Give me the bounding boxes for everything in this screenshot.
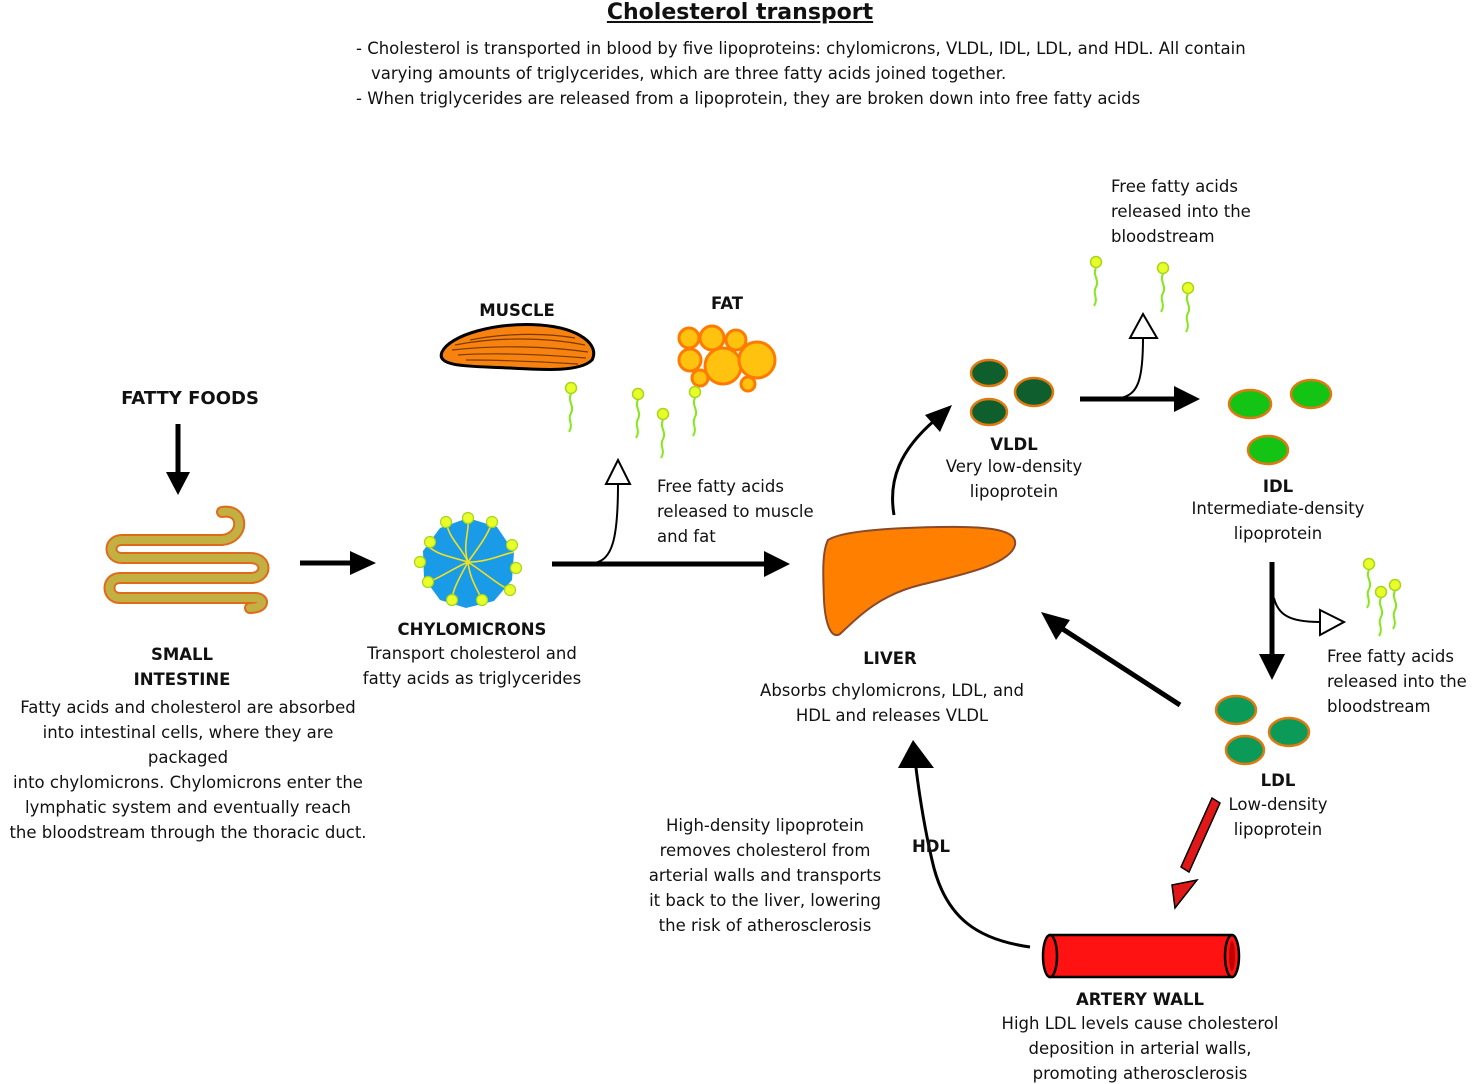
fat-label: FAT: [710, 294, 744, 313]
intro-text: - Cholesterol is transported in blood by…: [356, 36, 1356, 111]
vldl-to-idl-arrow: [1080, 311, 1200, 412]
desc-line: High LDL levels cause cholesterol: [1001, 1014, 1279, 1033]
hdl-arrow: [898, 740, 1031, 949]
desc-line: the bloodstream through the thoracic duc…: [9, 823, 367, 842]
idl-label: IDL: [1262, 477, 1294, 496]
desc-line: bloodstream: [1111, 227, 1215, 246]
small-intestine-description: Fatty acids and cholesterol are absorbed…: [0, 695, 376, 845]
intro-line-3: - When triglycerides are released from a…: [356, 89, 1141, 108]
desc-line: bloodstream: [1327, 697, 1431, 716]
ffa-right-description: Free fatty acids released into the blood…: [1327, 644, 1472, 719]
desc-line: released into the: [1111, 202, 1251, 221]
ldl-label: LDL: [1260, 771, 1296, 790]
idl-description: Intermediate-density lipoprotein: [1176, 496, 1380, 546]
small-intestine-shape: [103, 505, 270, 614]
desc-line: lipoprotein: [1233, 524, 1323, 543]
desc-line: the risk of atherosclerosis: [658, 916, 872, 935]
fat-cluster: [677, 324, 777, 393]
desc-line: into chylomicrons. Chylomicrons enter th…: [13, 773, 363, 792]
free-fatty-acids-muscle-fat: [564, 381, 702, 459]
liver-label: LIVER: [863, 649, 917, 668]
desc-line: lymphatic system and eventually reach: [25, 798, 351, 817]
artery-wall-shape: [1041, 933, 1241, 979]
desc-line: Absorbs chylomicrons, LDL, and: [760, 681, 1024, 700]
desc-line: deposition in arterial walls,: [1028, 1039, 1252, 1058]
artery-wall-description: High LDL levels cause cholesterol deposi…: [990, 1011, 1290, 1084]
small-intestine-label-1: SMALL: [150, 645, 214, 664]
desc-line: into intestinal cells, where they are pa…: [42, 723, 334, 767]
desc-line: released to muscle: [657, 502, 814, 521]
ffa-muscle-fat-description: Free fatty acids released to muscle and …: [657, 474, 847, 549]
desc-line: removes cholesterol from: [659, 841, 871, 860]
artery-wall-label: ARTERY WALL: [1075, 990, 1204, 1009]
chylomicrons-label: CHYLOMICRONS: [397, 620, 547, 639]
hdl-description: High-density lipoprotein removes cholest…: [630, 813, 900, 938]
liver-description: Absorbs chylomicrons, LDL, and HDL and r…: [750, 678, 1034, 728]
desc-line: HDL and releases VLDL: [795, 706, 989, 725]
ldl-to-liver-arrow: [1041, 612, 1182, 708]
chylomicron-to-liver-arrow: [552, 457, 790, 577]
idl-particles: [1227, 378, 1333, 466]
desc-line: Intermediate-density: [1191, 499, 1365, 518]
hdl-label: HDL: [911, 837, 951, 856]
desc-line: Fatty acids and cholesterol are absorbed: [20, 698, 356, 717]
fatty-foods-arrow: [166, 424, 190, 495]
intestine-to-chylomicron-arrow: [300, 551, 376, 575]
vldl-particles: [969, 358, 1055, 427]
desc-line: High-density lipoprotein: [665, 816, 864, 835]
intro-line-2: varying amounts of triglycerides, which …: [371, 64, 1007, 83]
small-intestine-label-2: INTESTINE: [133, 670, 231, 689]
desc-line: fatty acids as triglycerides: [362, 669, 582, 688]
ldl-description: Low-density lipoprotein: [1208, 792, 1348, 842]
intro-line-1: - Cholesterol is transported in blood by…: [356, 39, 1246, 58]
vldl-label: VLDL: [990, 435, 1038, 454]
muscle-label: MUSCLE: [479, 301, 555, 320]
liver-shape: [822, 525, 1017, 637]
desc-line: released into the: [1327, 672, 1467, 691]
ffa-top-description: Free fatty acids released into the blood…: [1111, 174, 1281, 249]
desc-line: Very low-density: [945, 457, 1083, 476]
desc-line: and fat: [657, 527, 716, 546]
idl-to-ldl-arrow: [1259, 562, 1347, 680]
desc-line: Free fatty acids: [1327, 647, 1454, 666]
chylomicron-particle: [413, 511, 523, 608]
desc-line: arterial walls and transports: [648, 866, 882, 885]
page-title: Cholesterol transport: [606, 0, 874, 25]
desc-line: Transport cholesterol and: [367, 644, 577, 663]
muscle-shape: [439, 323, 596, 372]
desc-line: Free fatty acids: [1111, 177, 1238, 196]
chylomicrons-description: Transport cholesterol and fatty acids as…: [352, 641, 592, 691]
desc-line: promoting atherosclerosis: [1032, 1064, 1248, 1083]
desc-line: it back to the liver, lowering: [649, 891, 881, 910]
ldl-to-artery-arrow: [1171, 796, 1221, 910]
free-fatty-acids-right: [1362, 557, 1402, 637]
liver-to-vldl-arrow: [891, 405, 952, 516]
fatty-foods-label: FATTY FOODS: [121, 388, 259, 409]
desc-line: lipoprotein: [969, 482, 1059, 501]
desc-line: lipoprotein: [1233, 820, 1323, 839]
ldl-particles: [1214, 694, 1311, 766]
desc-line: Free fatty acids: [657, 477, 784, 496]
vldl-description: Very low-density lipoprotein: [934, 454, 1094, 504]
desc-line: Low-density: [1228, 795, 1328, 814]
